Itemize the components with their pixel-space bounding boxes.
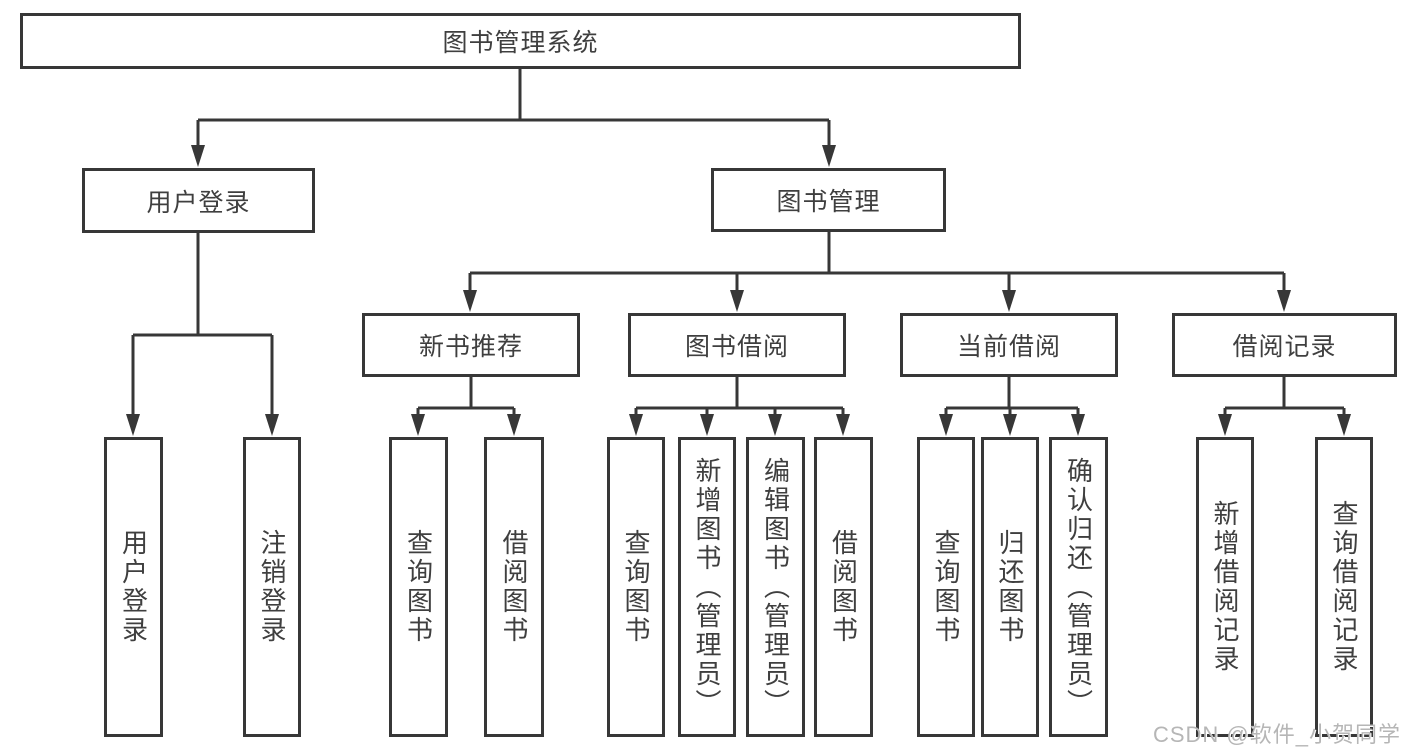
leaf-confirm-return-admin: 确认归还（管理员） (1049, 437, 1108, 737)
node-book-borrow: 图书借阅 (628, 313, 846, 377)
leaf-add-borrow-record: 新增借阅记录 (1196, 437, 1254, 737)
tree-edges (131, 69, 1346, 420)
node-label: 图书借阅 (684, 333, 789, 361)
node-label: 新书推荐 (418, 333, 523, 361)
leaf-user-login: 用户登录 (104, 437, 163, 737)
node-library-management-system: 图书管理系统 (20, 13, 1021, 69)
leaf-label: 查询图书 (621, 529, 651, 645)
node-borrow-records: 借阅记录 (1172, 313, 1397, 377)
leaf-label: 查询图书 (403, 529, 434, 645)
leaf-borrow-books-recommend: 借阅图书 (484, 437, 544, 737)
leaf-label: 注销登录 (257, 529, 287, 645)
leaf-label: 用户登录 (118, 529, 149, 645)
leaf-add-books-admin: 新增图书（管理员） (678, 437, 736, 737)
leaf-label: 新增借阅记录 (1210, 500, 1240, 674)
leaf-query-borrow-record: 查询借阅记录 (1315, 437, 1373, 737)
csdn-watermark: CSDN @软件_小贺同学 (1152, 722, 1401, 747)
arrow-down-icons (126, 145, 1351, 436)
leaf-label: 借阅图书 (828, 529, 859, 645)
leaf-edit-books-admin: 编辑图书（管理员） (746, 437, 805, 737)
node-current-borrow: 当前借阅 (900, 313, 1118, 377)
node-label: 图书管理 (776, 188, 881, 216)
leaf-return-books: 归还图书 (981, 437, 1039, 737)
node-new-book-recommend: 新书推荐 (362, 313, 580, 377)
leaf-query-books-recommend: 查询图书 (389, 437, 448, 737)
node-label: 用户登录 (146, 188, 251, 217)
leaf-label: 借阅图书 (499, 529, 529, 645)
leaf-label: 确认归还（管理员） (1063, 456, 1094, 718)
node-label: 图书管理系统 (442, 29, 599, 57)
leaf-label: 查询图书 (931, 529, 961, 645)
leaf-label: 归还图书 (995, 529, 1025, 645)
node-label: 当前借阅 (956, 333, 1061, 361)
node-user-login: 用户登录 (82, 168, 315, 233)
leaf-query-books-borrow: 查询图书 (607, 437, 665, 737)
leaf-label: 查询借阅记录 (1329, 500, 1359, 674)
leaf-query-books-current: 查询图书 (917, 437, 975, 737)
node-label: 借阅记录 (1232, 333, 1337, 361)
leaf-logout: 注销登录 (243, 437, 301, 737)
leaf-borrow-books: 借阅图书 (814, 437, 873, 737)
leaf-label: 编辑图书（管理员） (760, 456, 791, 718)
node-book-management: 图书管理 (711, 168, 946, 232)
leaf-label: 新增图书（管理员） (692, 456, 722, 718)
